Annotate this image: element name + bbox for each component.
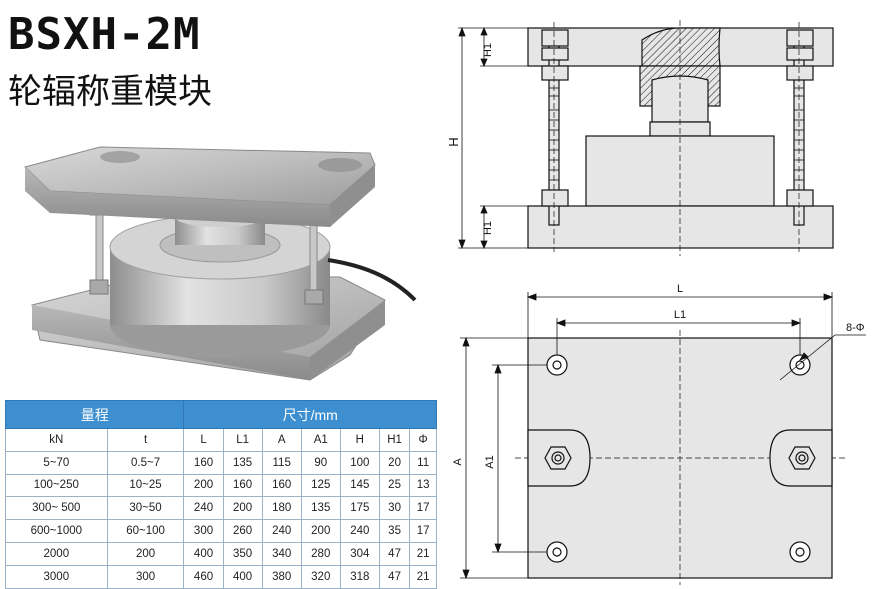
table-cell: 240 — [183, 496, 224, 521]
table-cell: 350 — [222, 541, 263, 566]
table-cell: 20 — [378, 450, 411, 475]
table-cell: 175 — [339, 496, 380, 521]
table-cell: 90 — [300, 450, 341, 475]
table-cell: 200 — [222, 496, 263, 521]
range-group-header: 量程 — [4, 400, 185, 429]
table-cell: 160 — [261, 473, 302, 498]
table-cell: 47 — [378, 564, 411, 589]
dim-a1-label: A1 — [484, 455, 496, 468]
table-cell: 2000 — [5, 541, 108, 566]
table-cell: 160 — [183, 450, 224, 475]
technical-drawing: H1 H H1 — [446, 20, 866, 585]
table-cell: 0.5~7 — [106, 450, 185, 475]
unit-cell: H — [339, 428, 380, 452]
table-cell: 17 — [409, 496, 437, 521]
table-cell: 47 — [378, 541, 411, 566]
table-cell: 200 — [106, 541, 185, 566]
unit-cell: kN — [5, 428, 108, 452]
table-cell: 25 — [378, 473, 411, 498]
table-cell: 180 — [261, 496, 302, 521]
table-cell: 30~50 — [106, 496, 185, 521]
unit-cell: L — [183, 428, 224, 452]
table-cell: 60~100 — [106, 519, 185, 543]
table-cell: 400 — [183, 541, 224, 566]
dim-holes-label: 8-Φ — [846, 322, 865, 334]
spec-table: 量程 尺寸/mm kN t L L1 A A1 H H1 Φ 5~70 0.5~… — [4, 400, 437, 589]
table-row: 300~ 500 30~50 240 200 180 135 175 30 17 — [5, 496, 437, 521]
unit-cell: H1 — [378, 428, 411, 452]
table-cell: 320 — [300, 564, 341, 589]
product-photo — [24, 146, 417, 381]
dim-h1-top-label: H1 — [482, 43, 494, 57]
table-cell: 340 — [261, 541, 302, 566]
table-row: 2000 200 400 350 340 280 304 47 21 — [5, 541, 437, 566]
table-cell: 200 — [300, 519, 341, 543]
table-cell: 145 — [339, 473, 380, 498]
dim-h1-bottom-label: H1 — [482, 221, 494, 235]
table-cell: 300~ 500 — [5, 496, 108, 521]
table-cell: 160 — [222, 473, 263, 498]
table-cell: 30 — [378, 496, 411, 521]
front-view-dimensions — [458, 26, 528, 250]
table-cell: 135 — [300, 496, 341, 521]
table-cell: 318 — [339, 564, 380, 589]
table-row: 100~250 10~25 200 160 160 125 145 25 13 — [5, 473, 437, 498]
table-cell: 17 — [409, 519, 437, 543]
table-cell: 280 — [300, 541, 341, 566]
top-view-dimensions — [460, 292, 866, 580]
table-cell: 135 — [222, 450, 263, 475]
front-view — [527, 20, 834, 256]
product-model-title: BSXH-2M — [8, 9, 201, 60]
table-cell: 5~70 — [5, 450, 108, 475]
dim-l1-label: L1 — [674, 309, 686, 321]
table-cell: 260 — [222, 519, 263, 543]
table-cell: 300 — [183, 519, 224, 543]
table-cell: 125 — [300, 473, 341, 498]
product-name-subtitle: 轮辐称重模块 — [8, 72, 212, 112]
table-cell: 200 — [183, 473, 224, 498]
table-row: 600~1000 60~100 300 260 240 200 240 35 1… — [5, 519, 437, 543]
table-cell: 115 — [261, 450, 302, 475]
dimension-group-header: 尺寸/mm — [183, 400, 437, 429]
table-cell: 35 — [378, 519, 411, 543]
table-cell: 100 — [339, 450, 380, 475]
unit-cell: L1 — [222, 428, 263, 452]
table-cell: 13 — [409, 473, 437, 498]
dim-l-label: L — [677, 283, 683, 295]
unit-row: kN t L L1 A A1 H H1 Φ — [5, 428, 437, 452]
table-row: 5~70 0.5~7 160 135 115 90 100 20 11 — [5, 450, 437, 475]
top-view — [515, 330, 845, 585]
table-cell: 304 — [339, 541, 380, 566]
unit-cell: A — [261, 428, 302, 452]
table-cell: 240 — [339, 519, 380, 543]
table-row: 3000 300 460 400 380 320 318 47 21 — [5, 564, 437, 589]
unit-cell: t — [106, 428, 185, 452]
unit-cell: Φ — [409, 428, 437, 452]
table-cell: 11 — [409, 450, 437, 475]
table-cell: 10~25 — [106, 473, 185, 498]
table-cell: 240 — [261, 519, 302, 543]
unit-cell: A1 — [300, 428, 341, 452]
dim-h-label: H — [446, 137, 461, 146]
dim-a-label: A — [452, 458, 464, 466]
table-cell: 100~250 — [5, 473, 108, 498]
table-cell: 600~1000 — [5, 519, 108, 543]
table-cell: 300 — [106, 564, 185, 589]
table-cell: 21 — [409, 541, 437, 566]
